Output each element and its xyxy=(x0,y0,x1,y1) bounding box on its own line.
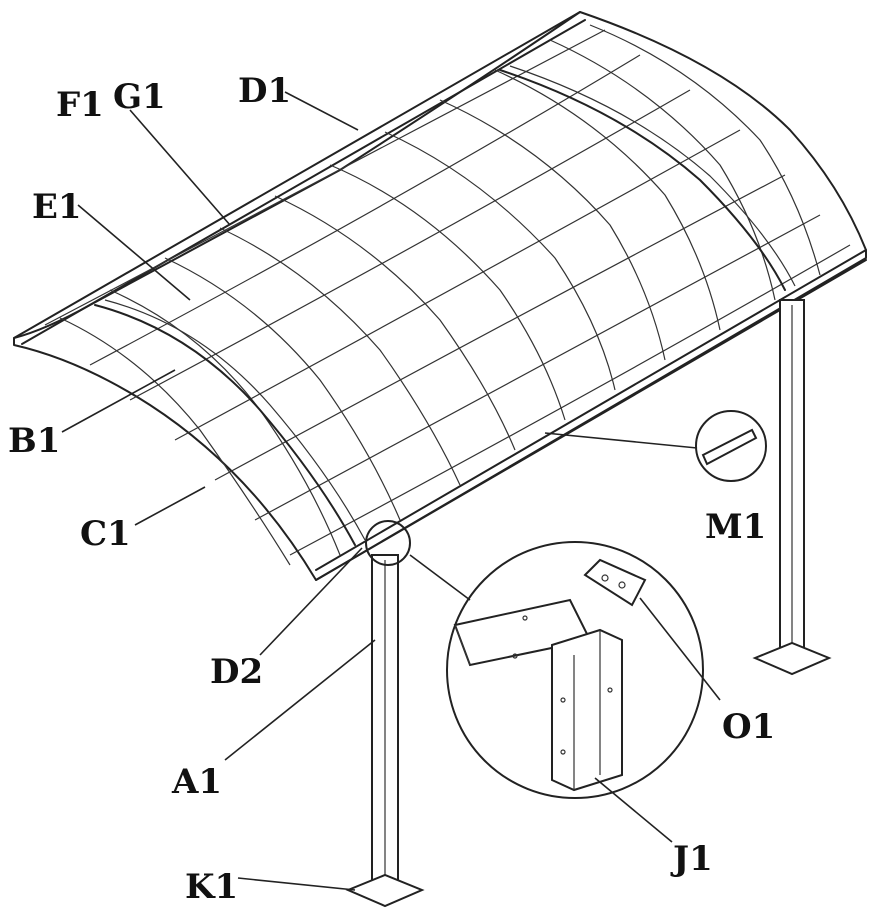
leader-lines xyxy=(61,91,721,891)
side-arc-left xyxy=(94,304,356,546)
roof-assembly xyxy=(13,11,867,581)
label-k1: K1 xyxy=(185,867,238,907)
label-b1: B1 xyxy=(8,421,60,461)
joint-detail-circle xyxy=(446,541,704,799)
label-j1: J1 xyxy=(670,839,713,879)
gutter-detail-circle xyxy=(695,410,767,482)
label-d2: D2 xyxy=(210,652,263,692)
label-a1: A1 xyxy=(171,762,222,802)
side-arc-right xyxy=(499,69,786,291)
label-m1: M1 xyxy=(705,507,766,547)
detail-post xyxy=(551,628,623,792)
label-o1: O1 xyxy=(722,707,775,747)
roof-outline xyxy=(13,11,867,581)
left-post xyxy=(345,554,425,908)
joint-highlight-circle xyxy=(365,520,411,566)
right-base-plate xyxy=(752,641,832,676)
gutter-leader xyxy=(544,432,698,449)
label-f1: F1 xyxy=(56,85,104,125)
purlins xyxy=(44,29,851,556)
right-post xyxy=(752,299,832,676)
left-base-plate xyxy=(345,873,425,908)
gutter-detail xyxy=(544,410,767,482)
label-g1: G1 xyxy=(113,77,166,117)
back-beam xyxy=(13,11,586,345)
gutter-profile xyxy=(701,428,758,466)
rafters xyxy=(59,24,821,566)
front-beam xyxy=(315,249,867,581)
label-e1: E1 xyxy=(32,187,82,227)
side-arc-left-inner xyxy=(104,299,366,541)
joint-detail-leader xyxy=(409,554,471,601)
label-d1: D1 xyxy=(238,71,291,111)
detail-bracket xyxy=(583,558,647,607)
joint-detail xyxy=(446,541,704,799)
side-arc-right-inner xyxy=(509,65,796,287)
label-c1: C1 xyxy=(80,514,131,554)
